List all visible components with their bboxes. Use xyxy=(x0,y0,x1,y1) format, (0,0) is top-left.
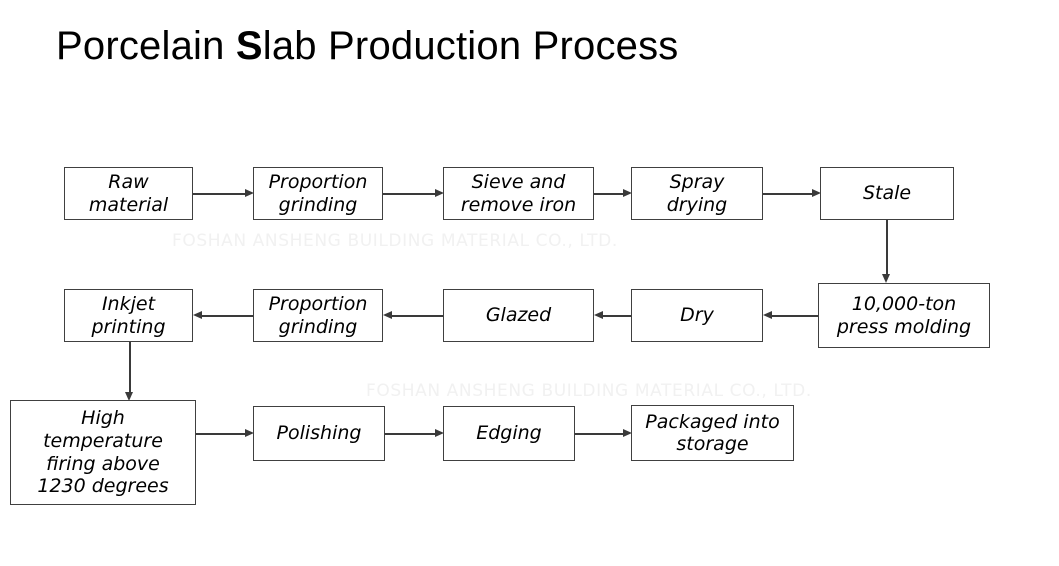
connector-grinding-to-sieve xyxy=(383,193,435,195)
node-line-2: material xyxy=(88,193,169,216)
connector-raw-to-grinding xyxy=(193,193,245,195)
node-glazed[interactable]: Glazed xyxy=(443,289,594,342)
node-line-1: Edging xyxy=(476,422,542,445)
node-line-2: grinding xyxy=(278,193,358,216)
arrowhead-right-icon xyxy=(435,189,444,197)
connector-dry-to-glazed xyxy=(603,315,631,317)
node-line-2: press molding xyxy=(836,315,972,338)
node-line-2: printing xyxy=(91,315,166,338)
node-proportion-grinding-2[interactable]: Proportion grinding xyxy=(253,289,383,342)
title-suffix: lab Production Process xyxy=(262,24,679,68)
watermark-bottom: FOSHAN ANSHENG BUILDING MATERIAL CO., LT… xyxy=(366,381,812,401)
arrowhead-right-icon xyxy=(623,429,632,437)
node-raw-material[interactable]: Raw material xyxy=(64,167,193,220)
node-line-1: Packaged into xyxy=(645,410,780,433)
node-line-2: remove iron xyxy=(460,193,577,216)
arrowhead-right-icon xyxy=(435,429,444,437)
connector-polishing-to-edging xyxy=(385,433,435,435)
title-accent-letter: S xyxy=(235,24,263,68)
node-line-1: Inkjet xyxy=(101,293,156,316)
node-line-1: High xyxy=(81,406,125,429)
connector-press-molding-to-dry xyxy=(772,315,818,317)
watermark-top: FOSHAN ANSHENG BUILDING MATERIAL CO., LT… xyxy=(172,231,618,251)
node-inkjet-printing[interactable]: Inkjet printing xyxy=(64,289,193,342)
node-line-1: Proportion xyxy=(268,293,368,316)
arrowhead-right-icon xyxy=(812,189,821,197)
connector-glazed-to-grinding xyxy=(392,315,443,317)
arrowhead-left-icon xyxy=(383,311,392,319)
title-prefix: Porcelain xyxy=(56,24,236,68)
node-high-temp-firing[interactable]: High temperature firing above 1230 degre… xyxy=(10,400,196,505)
connector-high-temp-to-polishing xyxy=(196,433,245,435)
node-line-1: Polishing xyxy=(276,422,362,445)
node-packaged-storage[interactable]: Packaged into storage xyxy=(631,405,794,461)
node-line-4: 1230 degrees xyxy=(37,475,169,498)
node-line-3: firing above xyxy=(46,452,160,475)
page-title: Porcelain Slab Production Process xyxy=(56,24,679,69)
connector-grinding-to-inkjet xyxy=(202,315,253,317)
node-polishing[interactable]: Polishing xyxy=(253,406,385,461)
node-stale[interactable]: Stale xyxy=(820,167,954,220)
connector-inkjet-to-high-temp xyxy=(129,342,131,392)
node-dry[interactable]: Dry xyxy=(631,289,763,342)
arrowhead-left-icon xyxy=(594,311,603,319)
node-edging[interactable]: Edging xyxy=(443,406,575,461)
node-line-1: Glazed xyxy=(485,304,552,327)
node-line-1: Stale xyxy=(862,182,912,205)
connector-sieve-to-spray xyxy=(594,193,623,195)
node-spray-drying[interactable]: Spray drying xyxy=(631,167,763,220)
node-press-molding[interactable]: 10,000-ton press molding xyxy=(818,283,990,348)
node-proportion-grinding-1[interactable]: Proportion grinding xyxy=(253,167,383,220)
node-line-2: temperature xyxy=(43,429,163,452)
arrowhead-left-icon xyxy=(763,311,772,319)
arrowhead-right-icon xyxy=(623,189,632,197)
node-line-1: Raw xyxy=(108,171,149,194)
arrowhead-down-icon xyxy=(882,274,890,283)
node-line-2: grinding xyxy=(278,315,358,338)
node-line-1: 10,000-ton xyxy=(851,293,957,316)
arrowhead-down-icon xyxy=(125,392,133,401)
node-line-1: Spray xyxy=(669,171,725,194)
connector-stale-to-press-molding xyxy=(886,220,888,274)
connector-spray-to-stale xyxy=(763,193,812,195)
node-line-1: Proportion xyxy=(268,171,368,194)
arrowhead-right-icon xyxy=(245,189,254,197)
node-line-1: Dry xyxy=(680,304,714,327)
arrowhead-left-icon xyxy=(193,311,202,319)
node-line-2: drying xyxy=(666,193,728,216)
arrowhead-right-icon xyxy=(245,429,254,437)
connector-edging-to-packaged xyxy=(575,433,623,435)
node-line-2: storage xyxy=(676,433,749,455)
node-line-1: Sieve and xyxy=(471,171,566,194)
node-sieve-remove-iron[interactable]: Sieve and remove iron xyxy=(443,167,594,220)
